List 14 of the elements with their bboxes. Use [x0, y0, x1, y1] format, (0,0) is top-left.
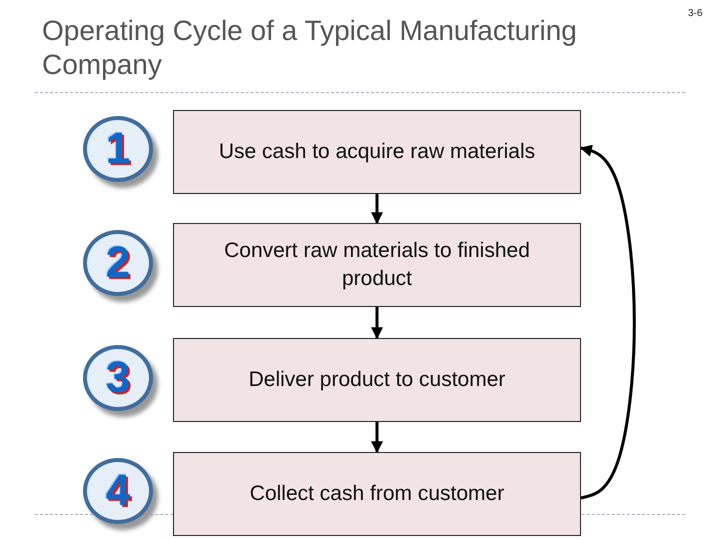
process-box: Deliver product to customer: [173, 338, 581, 422]
arrow: [371, 422, 383, 454]
step-number-circle: 3: [83, 345, 153, 411]
process-box: Collect cash from customer: [173, 452, 581, 536]
page-number: 3-6: [688, 8, 702, 19]
process-box: Use cash to acquire raw materials: [173, 110, 581, 194]
process-box: Convert raw materials to finished product: [173, 223, 581, 307]
arrow: [371, 194, 383, 224]
step-number-circle: 1: [83, 116, 153, 182]
arrow: [580, 144, 636, 500]
step-number-circle: 4: [83, 458, 153, 524]
slide-title: Operating Cycle of a Typical Manufacturing Company: [42, 14, 578, 82]
step-number-circle: 2: [83, 230, 153, 296]
arrow: [371, 307, 383, 340]
